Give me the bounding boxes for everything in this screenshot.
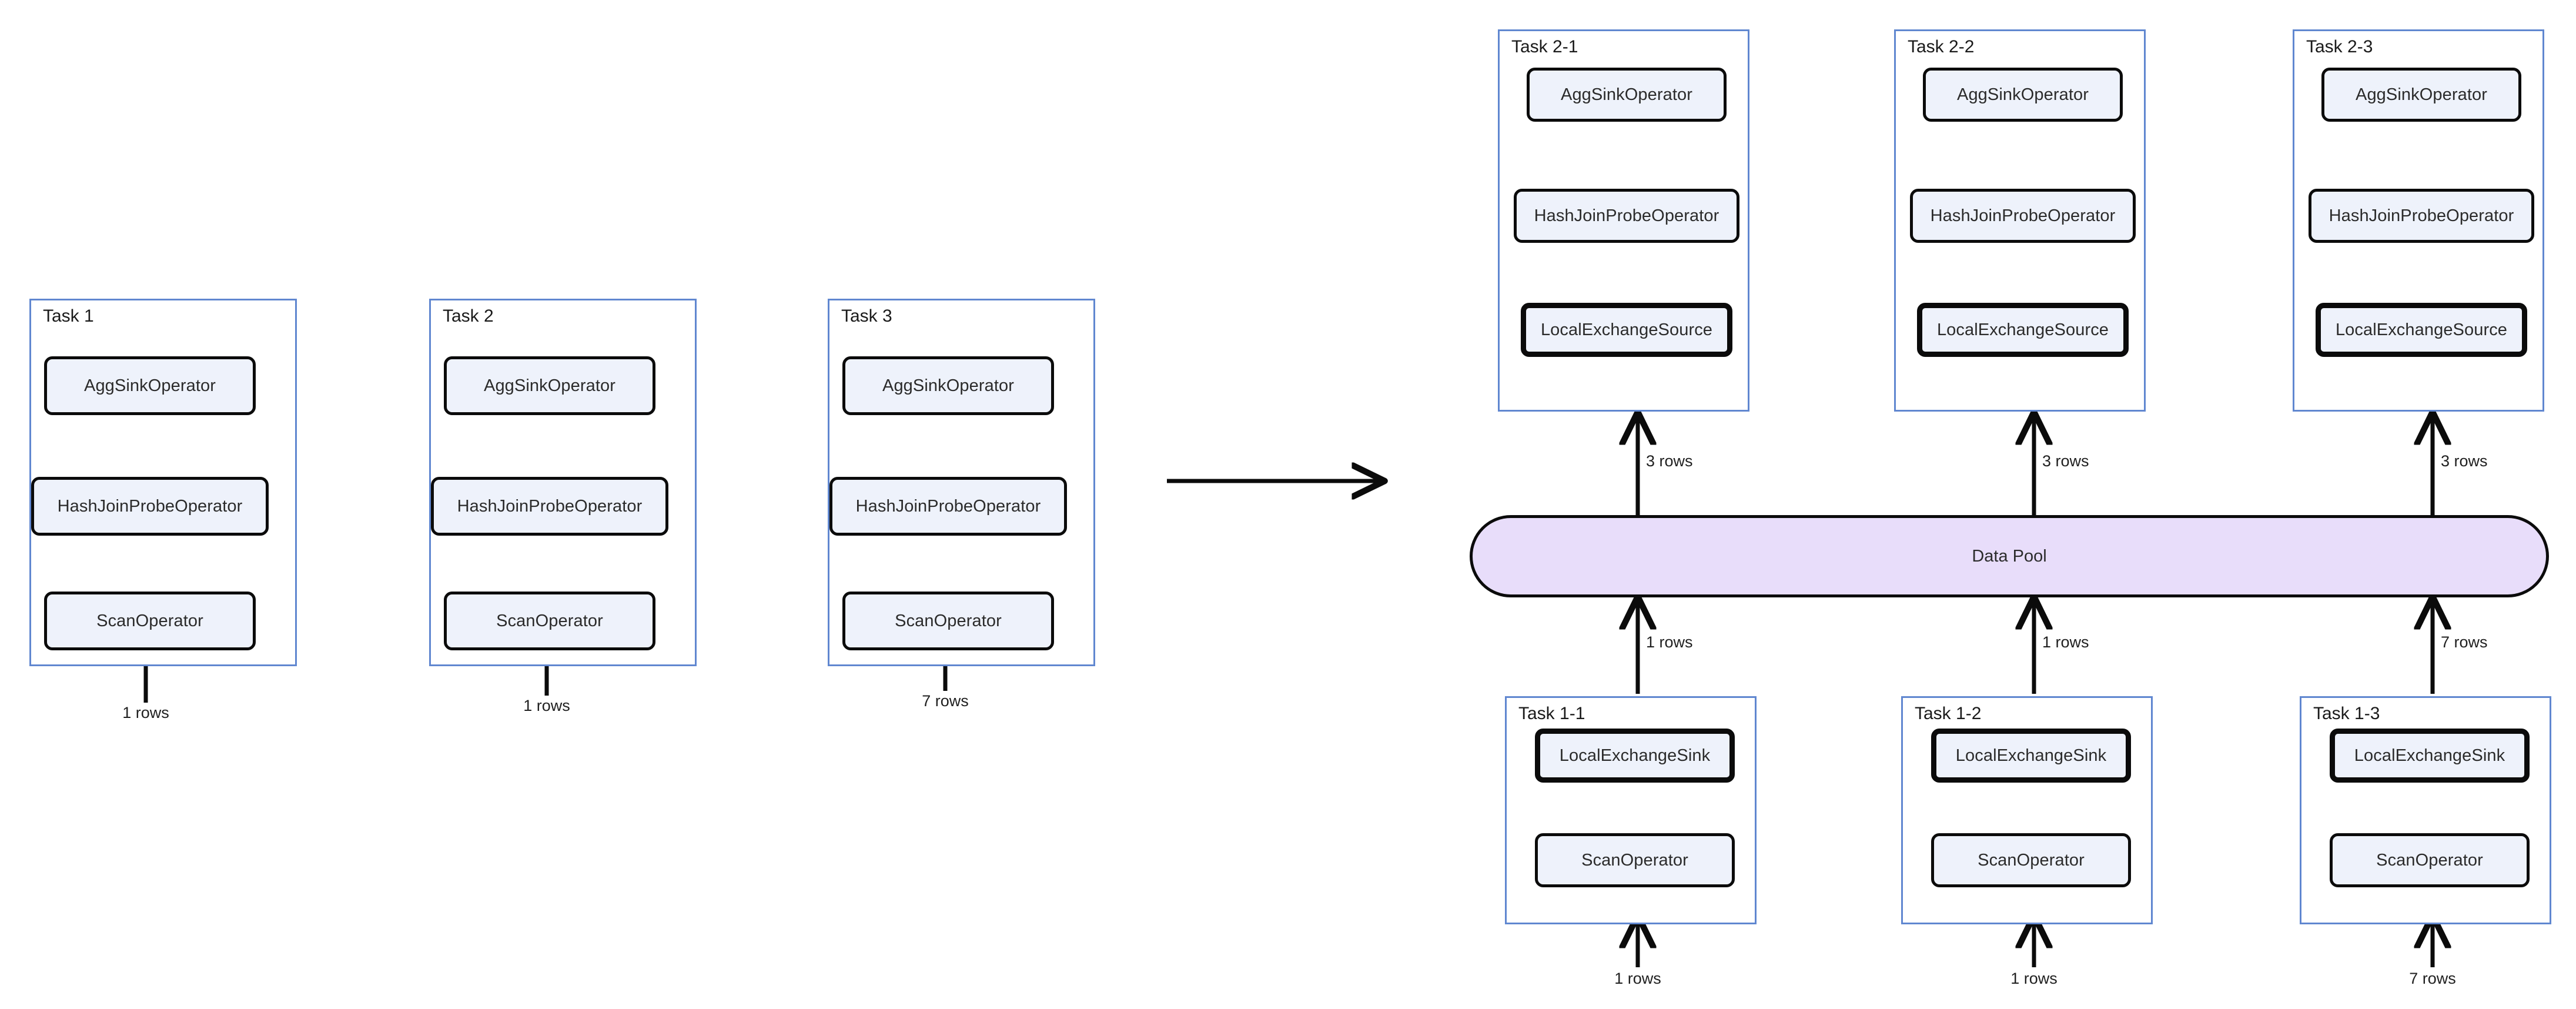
rows-label-task-2-3-input: 3 rows	[2441, 452, 2488, 470]
task-container-task-2-3[interactable]: Task 2-3 AggSinkOperator HashJoinProbeOp…	[2293, 29, 2544, 412]
operator-node-aggsinkoperator[interactable]: AggSinkOperator	[842, 356, 1054, 415]
task-label: Task 2-1	[1511, 37, 1578, 56]
operator-node-hashjoinprobeoperator[interactable]: HashJoinProbeOperator	[829, 477, 1067, 536]
task-container-task-2-2[interactable]: Task 2-2 AggSinkOperator HashJoinProbeOp…	[1894, 29, 2146, 412]
operator-node-localexchangesink[interactable]: LocalExchangeSink	[1931, 729, 2131, 783]
operator-node-localexchangesink[interactable]: LocalExchangeSink	[1535, 729, 1735, 783]
task-container-task-2[interactable]: Task 2 AggSinkOperator HashJoinProbeOper…	[429, 299, 697, 666]
task-label: Task 2-3	[2306, 37, 2373, 56]
task-label: Task 3	[841, 306, 892, 326]
rows-label-task-2-input: 1 rows	[523, 697, 570, 714]
task-label: Task 2-2	[1908, 37, 1975, 56]
task-container-task-2-1[interactable]: Task 2-1 AggSinkOperator HashJoinProbeOp…	[1498, 29, 1749, 412]
operator-node-scanoperator[interactable]: ScanOperator	[1931, 833, 2131, 887]
operator-node-localexchangesink[interactable]: LocalExchangeSink	[2330, 729, 2530, 783]
rows-label-task-1-1-input: 1 rows	[1614, 970, 1661, 987]
task-container-task-1-1[interactable]: Task 1-1 LocalExchangeSink ScanOperator	[1505, 696, 1757, 924]
operator-node-scanoperator[interactable]: ScanOperator	[444, 592, 655, 650]
rows-label-task-1-3-output: 7 rows	[2441, 633, 2488, 651]
operator-node-hashjoinprobeoperator[interactable]: HashJoinProbeOperator	[431, 477, 668, 536]
task-label: Task 1-1	[1518, 704, 1585, 723]
operator-node-hashjoinprobeoperator[interactable]: HashJoinProbeOperator	[2309, 189, 2534, 243]
rows-label-task-1-input: 1 rows	[122, 704, 169, 721]
rows-label-task-1-1-output: 1 rows	[1646, 633, 1693, 651]
operator-node-aggsinkoperator[interactable]: AggSinkOperator	[1923, 68, 2123, 122]
operator-node-scanoperator[interactable]: ScanOperator	[2330, 833, 2530, 887]
operator-node-hashjoinprobeoperator[interactable]: HashJoinProbeOperator	[1910, 189, 2136, 243]
operator-node-aggsinkoperator[interactable]: AggSinkOperator	[1527, 68, 1727, 122]
task-container-task-1[interactable]: Task 1 AggSinkOperator HashJoinProbeOper…	[29, 299, 297, 666]
operator-node-localexchangesource[interactable]: LocalExchangeSource	[2316, 303, 2527, 357]
rows-label-task-3-input: 7 rows	[922, 692, 969, 710]
operator-node-hashjoinprobeoperator[interactable]: HashJoinProbeOperator	[1514, 189, 1739, 243]
operator-node-aggsinkoperator[interactable]: AggSinkOperator	[2321, 68, 2521, 122]
operator-node-scanoperator[interactable]: ScanOperator	[1535, 833, 1735, 887]
task-label: Task 1	[43, 306, 94, 326]
task-label: Task 1-2	[1915, 704, 1982, 723]
operator-node-localexchangesource[interactable]: LocalExchangeSource	[1917, 303, 2129, 357]
operator-node-hashjoinprobeoperator[interactable]: HashJoinProbeOperator	[31, 477, 269, 536]
task-container-task-3[interactable]: Task 3 AggSinkOperator HashJoinProbeOper…	[828, 299, 1095, 666]
operator-node-aggsinkoperator[interactable]: AggSinkOperator	[44, 356, 256, 415]
operator-node-scanoperator[interactable]: ScanOperator	[842, 592, 1054, 650]
rows-label-task-2-1-input: 3 rows	[1646, 452, 1693, 470]
operator-node-aggsinkoperator[interactable]: AggSinkOperator	[444, 356, 655, 415]
rows-label-task-1-2-output: 1 rows	[2042, 633, 2089, 651]
task-container-task-1-2[interactable]: Task 1-2 LocalExchangeSink ScanOperator	[1901, 696, 2153, 924]
task-label: Task 1-3	[2313, 704, 2380, 723]
task-container-task-1-3[interactable]: Task 1-3 LocalExchangeSink ScanOperator	[2300, 696, 2551, 924]
rows-label-task-2-2-input: 3 rows	[2042, 452, 2089, 470]
data-pool-node[interactable]: Data Pool	[1470, 515, 2549, 597]
operator-node-scanoperator[interactable]: ScanOperator	[44, 592, 256, 650]
task-label: Task 2	[443, 306, 494, 326]
rows-label-task-1-3-input: 7 rows	[2409, 970, 2456, 987]
rows-label-task-1-2-input: 1 rows	[2010, 970, 2058, 987]
operator-node-localexchangesource[interactable]: LocalExchangeSource	[1521, 303, 1732, 357]
